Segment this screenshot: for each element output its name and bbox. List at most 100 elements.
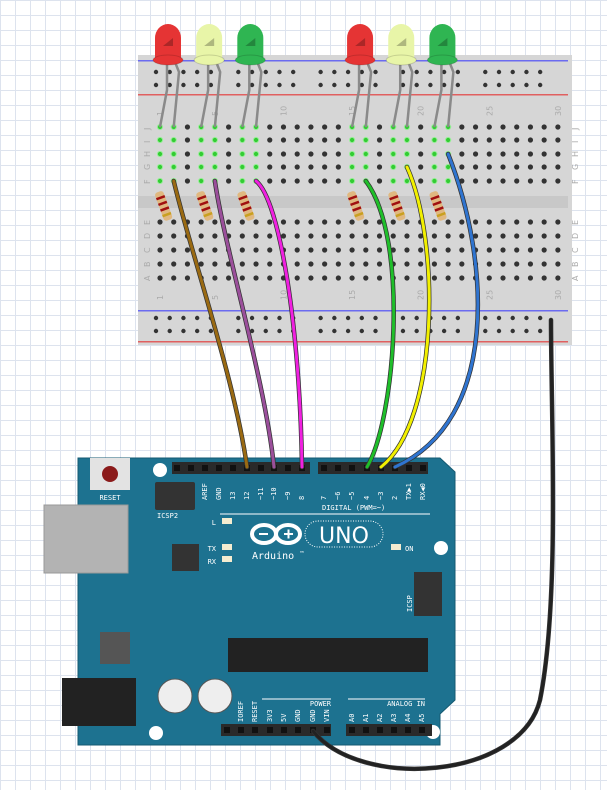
rail-hole[interactable] xyxy=(414,69,419,75)
breadboard-hole[interactable] xyxy=(527,151,534,157)
breadboard-hole[interactable] xyxy=(267,137,273,143)
rail-hole[interactable] xyxy=(373,328,378,334)
breadboard-hole[interactable] xyxy=(348,136,356,144)
breadboard-hole[interactable] xyxy=(541,261,547,267)
breadboard-hole[interactable] xyxy=(555,261,561,267)
breadboard-hole[interactable] xyxy=(170,150,177,158)
rail-hole[interactable] xyxy=(441,69,447,75)
breadboard-hole[interactable] xyxy=(226,178,232,184)
rail-hole[interactable] xyxy=(496,82,502,88)
breadboard-hole[interactable] xyxy=(500,137,506,143)
breadboard-hole[interactable] xyxy=(527,124,534,130)
breadboard-hole[interactable] xyxy=(212,247,218,253)
rail-hole[interactable] xyxy=(524,82,529,88)
breadboard-hole[interactable] xyxy=(390,219,396,225)
breadboard-hole[interactable] xyxy=(418,164,424,170)
breadboard-hole[interactable] xyxy=(376,137,383,143)
breadboard-hole[interactable] xyxy=(308,275,314,281)
rail-hole[interactable] xyxy=(263,315,268,321)
breadboard-hole[interactable] xyxy=(500,247,506,253)
breadboard-hole[interactable] xyxy=(212,233,218,239)
rail-hole[interactable] xyxy=(167,69,172,75)
breadboard-hole[interactable] xyxy=(252,136,260,144)
breadboard-hole[interactable] xyxy=(294,219,300,225)
breadboard-hole[interactable] xyxy=(445,261,451,267)
breadboard-hole[interactable] xyxy=(211,150,218,158)
rail-hole[interactable] xyxy=(400,82,406,88)
breadboard-hole[interactable] xyxy=(527,219,534,225)
breadboard-hole[interactable] xyxy=(527,247,534,253)
rail-hole[interactable] xyxy=(483,82,488,88)
rail-hole[interactable] xyxy=(483,69,488,75)
breadboard-hole[interactable] xyxy=(267,219,273,225)
breadboard-hole[interactable] xyxy=(527,261,534,267)
rail-hole[interactable] xyxy=(249,82,255,88)
breadboard-hole[interactable] xyxy=(514,124,520,130)
breadboard-hole[interactable] xyxy=(171,219,177,225)
breadboard-hole[interactable] xyxy=(280,137,287,143)
breadboard-hole[interactable] xyxy=(198,163,205,171)
breadboard-hole[interactable] xyxy=(555,219,561,225)
breadboard-hole[interactable] xyxy=(459,233,465,239)
breadboard-hole[interactable] xyxy=(472,124,479,130)
jumper-wire[interactable] xyxy=(311,318,555,771)
breadboard-hole[interactable] xyxy=(390,150,397,158)
rail-hole[interactable] xyxy=(153,315,159,321)
breadboard-hole[interactable] xyxy=(541,233,547,239)
breadboard-hole[interactable] xyxy=(403,177,411,185)
rail-hole[interactable] xyxy=(537,69,543,75)
breadboard-hole[interactable] xyxy=(514,233,520,239)
breadboard-hole[interactable] xyxy=(541,247,547,253)
breadboard-hole[interactable] xyxy=(472,164,479,170)
rail-hole[interactable] xyxy=(318,328,323,334)
rail-hole[interactable] xyxy=(428,82,433,88)
breadboard-hole[interactable] xyxy=(500,233,506,239)
breadboard-hole[interactable] xyxy=(184,178,191,184)
breadboard-hole[interactable] xyxy=(514,219,520,225)
breadboard-hole[interactable] xyxy=(157,261,163,267)
breadboard-hole[interactable] xyxy=(376,233,383,239)
breadboard-hole[interactable] xyxy=(322,151,328,157)
breadboard-hole[interactable] xyxy=(308,124,314,130)
header-pin[interactable] xyxy=(349,465,355,471)
header-pin[interactable] xyxy=(230,465,236,471)
rail-hole[interactable] xyxy=(483,315,488,321)
breadboard-hole[interactable] xyxy=(445,219,451,225)
rail-hole[interactable] xyxy=(236,315,241,321)
breadboard-hole[interactable] xyxy=(459,137,465,143)
rail-hole[interactable] xyxy=(537,315,543,321)
breadboard-hole[interactable] xyxy=(253,233,259,239)
breadboard-hole[interactable] xyxy=(335,233,341,239)
breadboard-hole[interactable] xyxy=(335,178,341,184)
breadboard-hole[interactable] xyxy=(431,177,438,185)
breadboard-hole[interactable] xyxy=(390,233,396,239)
header-pin[interactable] xyxy=(252,727,258,733)
breadboard-hole[interactable] xyxy=(294,124,300,130)
breadboard-hole[interactable] xyxy=(280,151,287,157)
breadboard-hole[interactable] xyxy=(239,219,245,225)
breadboard-hole[interactable] xyxy=(252,150,260,158)
breadboard-hole[interactable] xyxy=(184,261,191,267)
rail-hole[interactable] xyxy=(455,328,461,334)
rail-hole[interactable] xyxy=(400,69,406,75)
rail-hole[interactable] xyxy=(524,315,529,321)
breadboard-hole[interactable] xyxy=(459,151,465,157)
breadboard-hole[interactable] xyxy=(239,177,246,185)
breadboard-hole[interactable] xyxy=(472,178,479,184)
rail-hole[interactable] xyxy=(524,69,529,75)
breadboard-hole[interactable] xyxy=(431,233,437,239)
rail-hole[interactable] xyxy=(441,328,447,334)
breadboard-hole[interactable] xyxy=(541,124,547,130)
reset-button-cap[interactable] xyxy=(102,466,118,482)
rail-hole[interactable] xyxy=(496,315,502,321)
breadboard-hole[interactable] xyxy=(555,137,561,143)
rail-hole[interactable] xyxy=(208,69,214,75)
breadboard-hole[interactable] xyxy=(472,219,479,225)
header-pin[interactable] xyxy=(238,727,244,733)
header-pin[interactable] xyxy=(405,727,411,733)
breadboard-hole[interactable] xyxy=(404,261,410,267)
breadboard-hole[interactable] xyxy=(322,275,328,281)
breadboard-hole[interactable] xyxy=(362,163,369,171)
breadboard-hole[interactable] xyxy=(294,261,300,267)
breadboard-hole[interactable] xyxy=(267,124,273,130)
